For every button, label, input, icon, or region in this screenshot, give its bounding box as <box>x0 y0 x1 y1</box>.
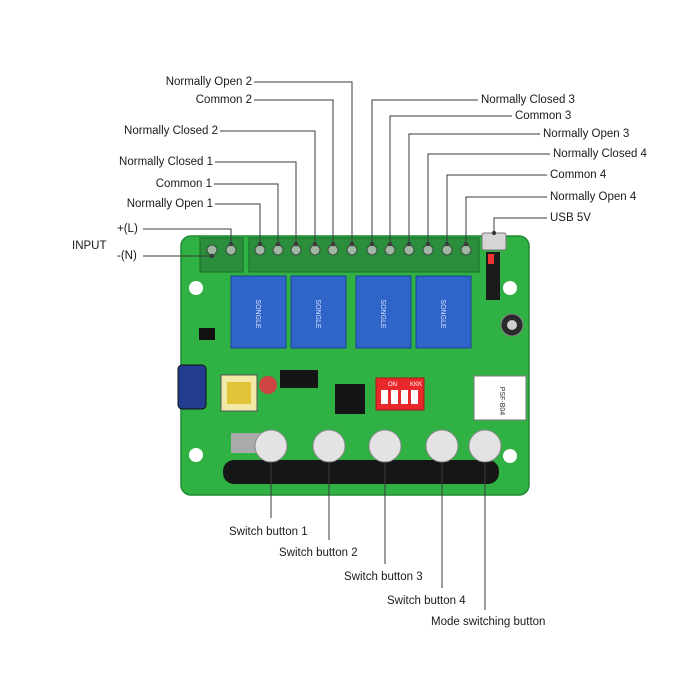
svg-text:SONGLE: SONGLE <box>314 299 321 329</box>
svg-text:SONGLE: SONGLE <box>439 299 446 329</box>
label-switch-button-2: Switch button 2 <box>279 547 358 559</box>
label-input: INPUT <box>72 240 107 252</box>
wifi-module <box>473 375 527 421</box>
switch-button-1[interactable] <box>254 429 288 463</box>
switch-button-4[interactable] <box>425 429 459 463</box>
label-usb-5v: USB 5V <box>550 212 591 224</box>
relay-4: SONGLE <box>415 275 472 349</box>
fuse <box>259 376 277 394</box>
switch-button-2[interactable] <box>312 429 346 463</box>
relay-2: SONGLE <box>290 275 347 349</box>
dip-switch-toggles <box>381 390 418 404</box>
usb-port <box>481 232 507 251</box>
label-normally-closed-4: Normally Closed 4 <box>553 148 647 160</box>
relay-3: SONGLE <box>355 275 412 349</box>
label-normally-open-2: Normally Open 2 <box>165 76 252 88</box>
relay-terminal-block <box>248 237 480 273</box>
label-normally-closed-3: Normally Closed 3 <box>481 94 575 106</box>
label-mode-switching-button: Mode switching button <box>431 616 546 628</box>
svg-text:ON: ON <box>388 382 397 388</box>
label-normally-open-3: Normally Open 3 <box>543 128 630 140</box>
relay-1: SONGLE <box>230 275 287 349</box>
svg-text:SONGLE: SONGLE <box>379 299 386 329</box>
label-common-4: Common 4 <box>550 169 607 181</box>
diode <box>199 328 215 340</box>
label-normally-closed-2: Normally Closed 2 <box>124 125 218 137</box>
relay-terminal-screws <box>254 244 472 256</box>
leader-lines <box>143 81 550 610</box>
button-bar <box>223 460 499 484</box>
label-common-3: Common 3 <box>515 110 572 122</box>
label-switch-button-1: Switch button 1 <box>229 526 308 538</box>
mount-hole-bl <box>189 448 203 462</box>
label-normally-open-4: Normally Open 4 <box>550 191 637 203</box>
mode-switching-button[interactable] <box>468 429 502 463</box>
mount-hole-br <box>503 449 517 463</box>
ic-chip-2 <box>335 384 365 414</box>
svg-text:SONGLE: SONGLE <box>254 299 261 329</box>
input-terminal-block <box>199 237 244 273</box>
label-switch-button-4: Switch button 4 <box>387 595 466 607</box>
label-plus-l: +(L) <box>117 223 138 235</box>
label-normally-open-1: Normally Open 1 <box>126 198 213 210</box>
label-switch-button-3: Switch button 3 <box>344 571 423 583</box>
label-minus-n: -(N) <box>117 250 137 262</box>
label-common-1: Common 1 <box>155 178 212 190</box>
switch-button-3[interactable] <box>368 429 402 463</box>
svg-text:KKK: KKK <box>410 382 422 388</box>
crystal <box>231 433 261 453</box>
label-common-2: Common 2 <box>195 94 252 106</box>
svg-text:PSF-B04: PSF-B04 <box>498 387 505 416</box>
label-normally-closed-1: Normally Closed 1 <box>119 156 213 168</box>
mount-hole-tr <box>503 281 517 295</box>
mount-hole-tl <box>189 281 203 295</box>
ic-chip-1 <box>280 370 318 388</box>
input-capacitor <box>177 364 207 410</box>
